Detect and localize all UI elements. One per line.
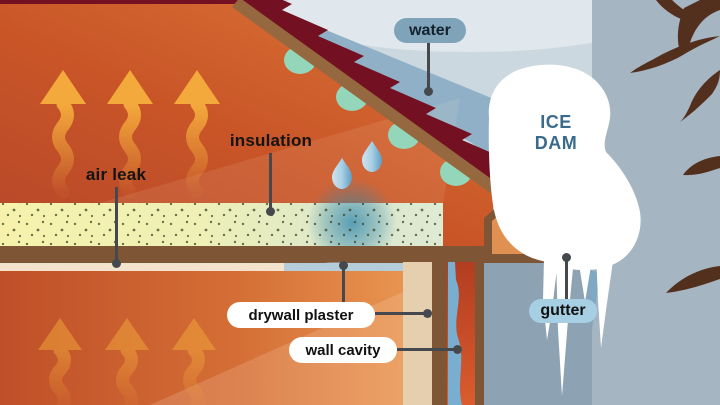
roof-ridge-strip: [0, 0, 248, 4]
icicle-blue: [586, 270, 600, 330]
heat-arrow-tail: [49, 343, 71, 405]
heat-arrow-head: [105, 318, 149, 350]
leader-dot-water: [424, 87, 433, 96]
leader-dot-gutter: [562, 253, 571, 262]
heat-arrow-tail: [52, 97, 74, 199]
heat-arrows-room: [38, 318, 216, 405]
leader-drywall-up: [342, 265, 345, 302]
label-air-leak: air leak: [85, 165, 147, 184]
label-gutter: gutter: [529, 299, 597, 323]
leader-dot-wall-cavity: [453, 345, 462, 354]
leader-dot-drywall-ceiling: [339, 261, 348, 270]
wall-leak-water: [448, 262, 462, 405]
label-wall-cavity: wall cavity: [289, 337, 397, 363]
leader-dot-drywall-wall: [423, 309, 432, 318]
ice-dam: [488, 64, 641, 271]
wall-stud: [432, 262, 447, 405]
leader-insulation: [269, 153, 272, 211]
heat-arrows-attic: [40, 70, 220, 199]
attic-interior: [0, 4, 570, 262]
heat-arrow-tail: [183, 343, 205, 405]
wall-sheathing: [475, 262, 484, 405]
roof-deck: [232, 0, 574, 247]
leader-dot-air-leak: [112, 259, 121, 268]
heat-arrow-tail: [119, 97, 141, 199]
heat-arrow-tail: [116, 343, 138, 405]
heat-arrow-head: [174, 70, 220, 104]
sky-glow: [280, 0, 660, 52]
wall-drywall-plaster: [403, 262, 432, 405]
ceiling-joist-band: [0, 246, 547, 263]
leader-water: [427, 43, 430, 92]
leader-air-leak: [115, 187, 118, 263]
heat-arrow-head: [107, 70, 153, 104]
leader-wall-cavity: [397, 348, 458, 351]
sky-below-eave: [483, 263, 592, 405]
heat-arrow-head: [172, 318, 216, 350]
tree-branch: [630, 0, 720, 293]
ceiling-drywall: [0, 263, 434, 271]
label-insulation: insulation: [229, 131, 313, 150]
water-drop-icon: [332, 141, 382, 189]
leader-gutter: [565, 257, 568, 299]
heat-arrow-head: [40, 70, 86, 104]
heat-arrow-head: [38, 318, 82, 350]
leader-dot-insulation: [266, 207, 275, 216]
label-drywall-plaster: drywall plaster: [227, 302, 375, 328]
leader-drywall-right: [375, 312, 428, 315]
heat-arrow-tail: [186, 97, 208, 199]
label-ice-dam: ICE DAM: [534, 112, 578, 153]
insulation-speckles: [0, 203, 443, 246]
label-water: water: [394, 18, 466, 43]
